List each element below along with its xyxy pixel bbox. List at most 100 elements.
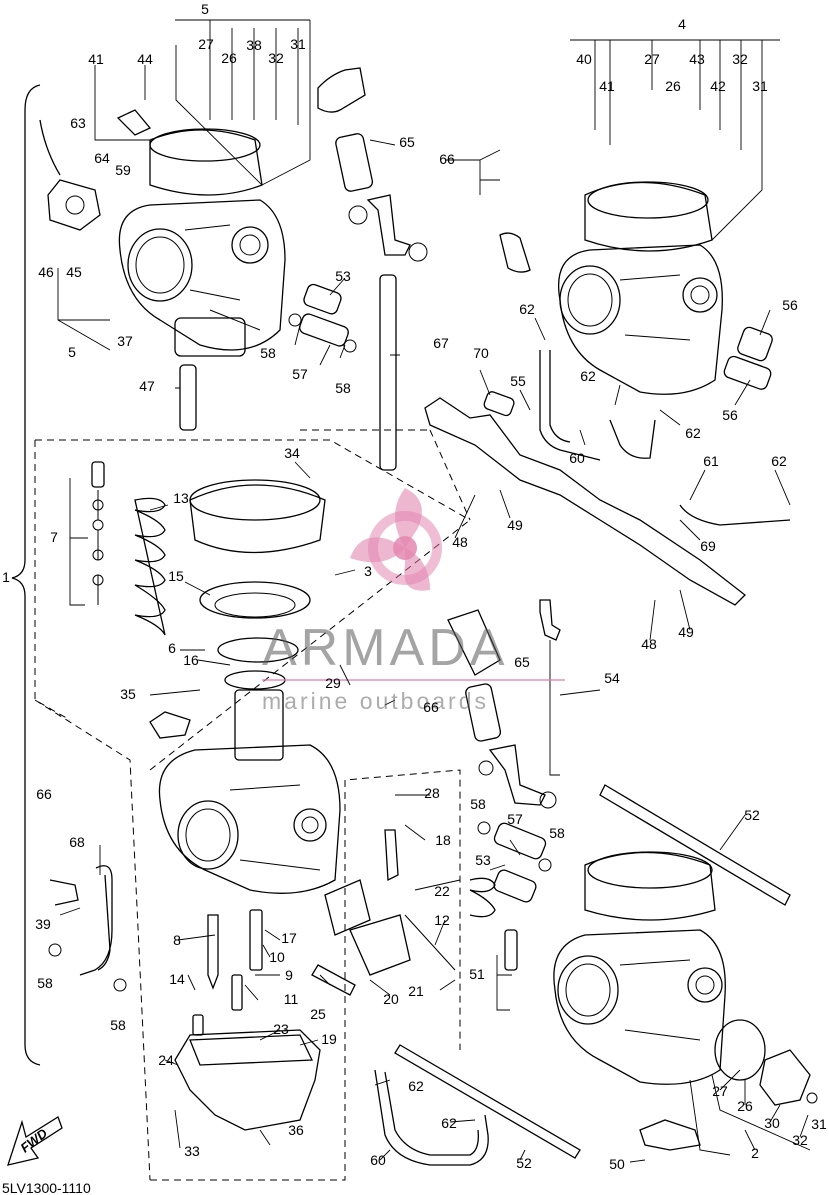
jet-stack (69, 461, 105, 606)
callout-37: 37 (117, 333, 133, 349)
float-bowl (174, 1014, 321, 1131)
brand-logo (262, 488, 565, 681)
callout-32: 32 (792, 1132, 808, 1148)
callout-53: 53 (335, 268, 351, 284)
callout-31: 31 (290, 36, 306, 52)
callout-39: 39 (35, 916, 51, 932)
callout-2: 2 (751, 1145, 759, 1161)
joint-pipes-left (288, 283, 357, 353)
brand-tagline: marine outboards (262, 688, 489, 714)
callout-65: 65 (514, 654, 530, 670)
callout-59: 59 (115, 162, 131, 178)
pipe-58-57-mid (477, 821, 552, 903)
callout-63: 63 (70, 115, 86, 131)
callout-26: 26 (665, 78, 681, 94)
callout-66: 66 (36, 786, 52, 802)
callout-8: 8 (173, 932, 181, 948)
callout-48: 48 (452, 534, 468, 550)
callout-25: 25 (310, 1006, 326, 1022)
callout-13: 13 (173, 490, 189, 506)
callout-60: 60 (569, 450, 585, 466)
carburetor-bottom-right (553, 851, 726, 1151)
callout-17: 17 (281, 930, 297, 946)
callout-69: 69 (700, 538, 716, 554)
callout-16: 16 (183, 652, 199, 668)
callout-62: 62 (519, 301, 535, 317)
callout-41: 41 (88, 51, 104, 67)
callout-48: 48 (641, 636, 657, 652)
callout-57: 57 (292, 366, 308, 382)
choke-plunger-right (469, 877, 518, 1011)
callout-53: 53 (475, 852, 491, 868)
fuel-hoses-right (483, 326, 791, 526)
fwd-arrow-icon (7, 1116, 63, 1166)
callout-41: 41 (599, 78, 615, 94)
callout-27: 27 (644, 51, 660, 67)
callout-19: 19 (321, 1031, 337, 1047)
callout-70: 70 (473, 345, 489, 361)
callout-20: 20 (383, 991, 399, 1007)
callout-56: 56 (782, 297, 798, 313)
callout-32: 32 (268, 50, 284, 66)
callout-66: 66 (439, 151, 455, 167)
callout-49: 49 (507, 517, 523, 533)
callout-62: 62 (441, 1115, 457, 1131)
callout-67: 67 (433, 335, 449, 351)
callout-58: 58 (37, 975, 53, 991)
callout-22: 22 (434, 883, 450, 899)
callout-58: 58 (549, 825, 565, 841)
callout-36: 36 (288, 1122, 304, 1138)
callout-35: 35 (120, 686, 136, 702)
brand-name: ARMADA (262, 619, 509, 677)
callout-52: 52 (744, 807, 760, 823)
diagram-code: 5LV1300-1110 (2, 1180, 91, 1195)
throttle-shaft-lower (394, 1044, 581, 1159)
group-frame-4-right (570, 39, 780, 241)
callout-58: 58 (110, 1017, 126, 1033)
callout-58: 58 (470, 796, 486, 812)
carburetor-top-left (39, 109, 286, 357)
callout-62: 62 (580, 368, 596, 384)
callout-62: 62 (685, 425, 701, 441)
choke-cover-right (714, 1019, 818, 1106)
callout-14: 14 (169, 971, 185, 987)
callout-26: 26 (221, 50, 237, 66)
callout-62: 62 (771, 453, 787, 469)
callout-57: 57 (507, 811, 523, 827)
callout-21: 21 (408, 983, 424, 999)
callout-18: 18 (435, 832, 451, 848)
callout-47: 47 (139, 378, 155, 394)
callout-54: 54 (604, 670, 620, 686)
callout-58: 58 (260, 345, 276, 361)
callout-6: 6 (168, 640, 176, 656)
callout-33: 33 (184, 1143, 200, 1159)
callout-28: 28 (424, 785, 440, 801)
callout-32: 32 (732, 51, 748, 67)
callout-45: 45 (66, 264, 82, 280)
callout-15: 15 (168, 568, 184, 584)
vent-hoses-top (179, 67, 428, 471)
callout-42: 42 (710, 78, 726, 94)
callout-55: 55 (510, 373, 526, 389)
fuel-rail-bracket (424, 397, 746, 606)
callout-4: 4 (678, 16, 686, 32)
callout-65: 65 (399, 134, 415, 150)
callout-34: 34 (284, 445, 300, 461)
callout-27: 27 (198, 36, 214, 52)
callout-49: 49 (678, 624, 694, 640)
throttle-spring (134, 497, 166, 636)
callout-64: 64 (94, 150, 110, 166)
callout-46: 46 (38, 264, 54, 280)
callout-68: 68 (69, 834, 85, 850)
callout-38: 38 (246, 37, 262, 53)
callout-31: 31 (811, 1116, 827, 1132)
callout-31: 31 (752, 78, 768, 94)
callout-1: 1 (2, 569, 10, 585)
callout-29: 29 (325, 675, 341, 691)
callout-24: 24 (158, 1052, 174, 1068)
callout-44: 44 (137, 51, 153, 67)
callout-5: 5 (201, 1, 209, 17)
callout-9: 9 (285, 967, 293, 983)
